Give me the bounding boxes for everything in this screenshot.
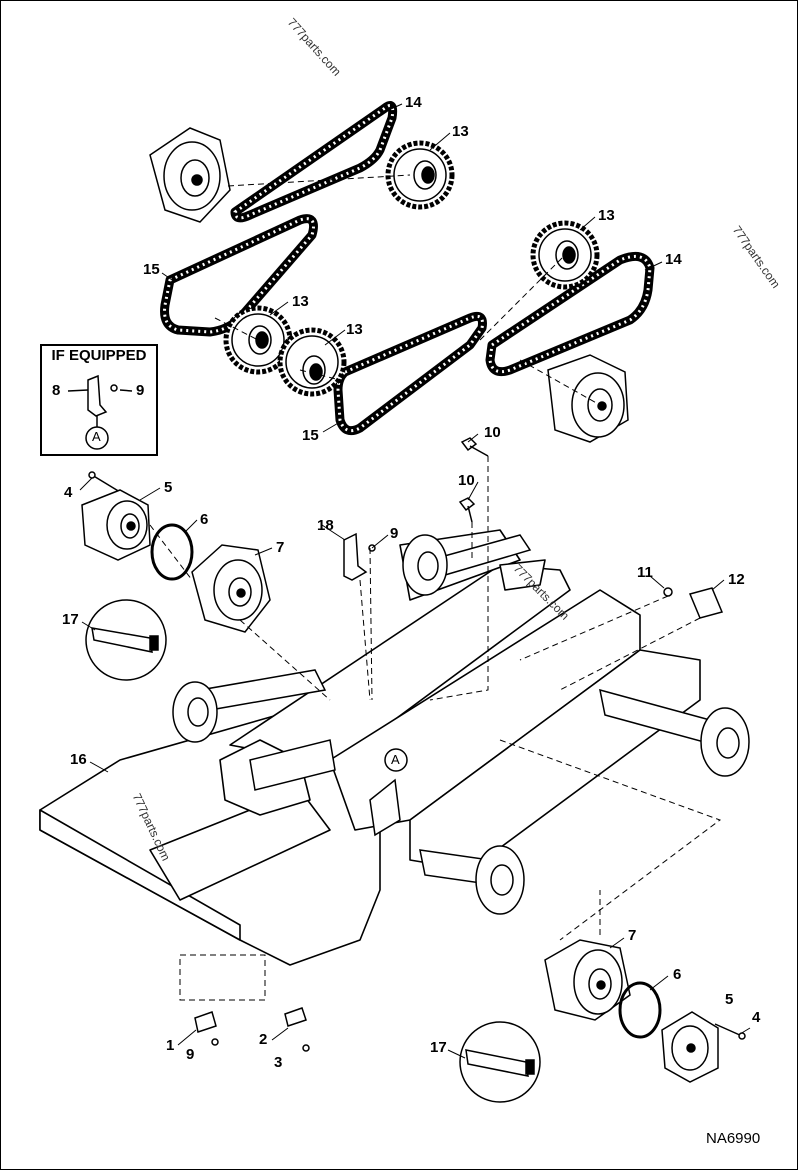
callout-bolt-4-lower: 4 [752,1009,761,1026]
bracket-1 [194,1011,219,1046]
callout-grease-17-upper: 17 [62,611,79,628]
callout-motor-7-lower: 7 [628,927,637,944]
drive-chain-14-lower [485,251,655,377]
callout-bracket-2: 2 [259,1031,268,1048]
callout-bolt-10-a: 10 [484,424,501,441]
callout-sprocket-13-a: 13 [452,123,469,140]
o-ring-6-upper [150,523,194,581]
callout-bolt-10-b: 10 [458,472,475,489]
callout-bolt-3: 3 [274,1054,283,1071]
leader-lines [79,103,751,1059]
hydraulic-motor-5-upper [81,489,151,561]
sprocket-13-d [277,327,347,397]
callout-motor-5-upper: 5 [164,479,173,496]
callout-chain-14-lower: 14 [665,251,682,268]
o-ring-6-lower [618,981,662,1039]
callout-bracket-18: 18 [317,517,334,534]
assembly-lines [149,174,722,1001]
hydraulic-motor-5-lower [661,1011,719,1083]
axle-tubes [172,534,750,915]
inset-callout-9: 9 [136,382,145,399]
sprocket-13-a [385,140,455,210]
drive-motor-upper-left [149,127,231,223]
callout-sprocket-13-c: 13 [292,293,309,310]
inset-callout-8: 8 [52,382,61,399]
grease-tube-17-upper-inset [85,599,167,681]
callout-chain-15-lower: 15 [302,427,319,444]
drive-motor-7-upper [191,544,271,633]
inset-bracket-8 [67,374,133,450]
callout-frame-16: 16 [70,751,87,768]
callout-bolt-4-upper: 4 [64,484,73,501]
drive-chain-14-upper-inner [233,104,395,220]
callout-cover-12: 12 [728,571,745,588]
if-equipped-inset: IF EQUIPPED [40,344,158,456]
inset-title: IF EQUIPPED [51,347,147,364]
grease-tube-17-lower-inset [459,1021,541,1103]
callout-motor-5-lower: 5 [725,991,734,1008]
callout-chain-15-upper: 15 [143,261,160,278]
callout-bracket-1: 1 [166,1037,175,1054]
callout-sprocket-13-d: 13 [346,321,363,338]
cover-12 [688,587,724,619]
callout-o-ring-6-lower: 6 [673,966,682,983]
sprocket-13-c [223,305,293,375]
callout-o-ring-6-upper: 6 [200,511,209,528]
drive-motor-7-lower [544,939,631,1021]
callout-plug-11: 11 [637,564,653,581]
callout-bolt-9-lower: 9 [186,1046,195,1063]
detail-marker-a-main [384,748,408,772]
callout-grease-17-lower: 17 [430,1039,447,1056]
bracket-2 [284,1007,310,1052]
callout-sprocket-13-b: 13 [598,207,615,224]
callout-bolt-9-upper: 9 [390,525,399,542]
inset-detail-marker: A [92,429,101,444]
detail-marker-a-label: A [391,752,400,767]
drive-chain-15-upper-inner [163,217,315,334]
drive-motor-upper-right [547,354,629,443]
figure-code: NA6990 [706,1130,761,1147]
callout-motor-7-upper: 7 [276,539,285,556]
callout-chain-14-upper: 14 [405,94,422,111]
bolts-10 [458,437,489,523]
